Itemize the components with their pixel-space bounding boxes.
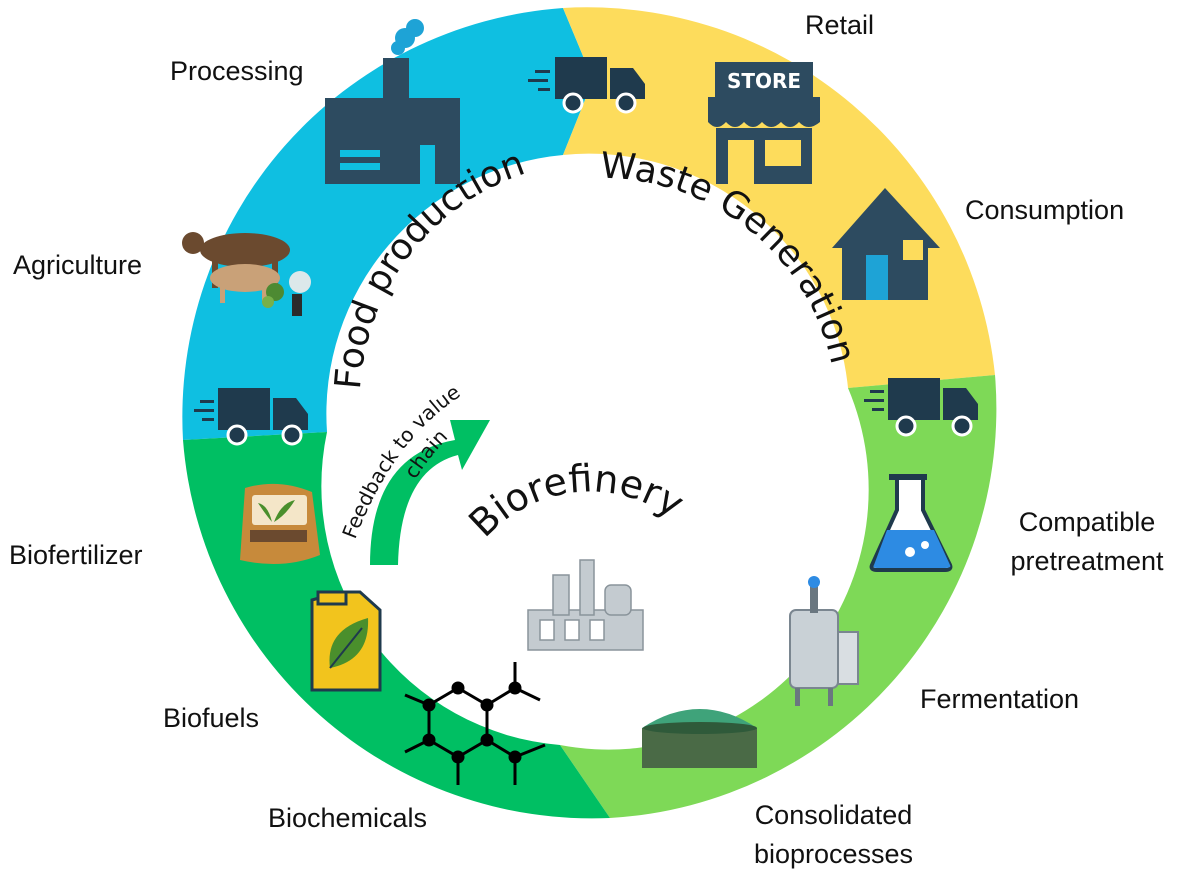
- fuel-can-icon: [310, 590, 382, 692]
- compatible-pretreatment-label: Compatible pretreatment: [992, 503, 1182, 581]
- molecule-icon: [404, 662, 546, 785]
- house-icon: [832, 188, 940, 300]
- factory-icon: [325, 19, 460, 184]
- fertilizer-bag-icon: [240, 483, 320, 564]
- compatible-label-line2: pretreatment: [1010, 546, 1164, 577]
- consolidated-bioprocesses-label: Consolidated bioprocesses: [736, 796, 931, 874]
- consolidated-label-line1: Consolidated: [754, 800, 913, 830]
- biorefinery-title: Biorefinery: [460, 456, 691, 545]
- store-icon: STORE: [708, 62, 820, 184]
- food-production-segment: [182, 8, 593, 440]
- svg-text:STORE: STORE: [727, 69, 801, 93]
- bioreactor-icon: [789, 576, 859, 706]
- anaerobic-digester-icon: [642, 709, 757, 768]
- consumption-label: Consumption: [965, 195, 1125, 225]
- fermentation-label: Fermentation: [920, 684, 1080, 714]
- refinery-plant-icon: [527, 559, 644, 651]
- retail-label: Retail: [805, 10, 875, 40]
- agriculture-label: Agriculture: [13, 250, 143, 280]
- flask-icon: [869, 474, 953, 572]
- biorefinery-light-segment: [560, 375, 997, 818]
- truck-icon: [864, 378, 978, 437]
- biochemicals-label: Biochemicals: [268, 803, 428, 833]
- compatible-label-line1: Compatible: [1018, 507, 1156, 537]
- truck-icon: [194, 388, 308, 446]
- processing-label: Processing: [170, 56, 304, 86]
- truck-icon: [528, 57, 645, 114]
- biofuels-label: Biofuels: [163, 703, 260, 733]
- feedback-arrow-icon: [370, 420, 490, 565]
- biofertilizer-label: Biofertilizer: [9, 540, 143, 570]
- livestock-farmer-icon: [182, 232, 311, 316]
- consolidated-label-line2: bioprocesses: [753, 839, 914, 870]
